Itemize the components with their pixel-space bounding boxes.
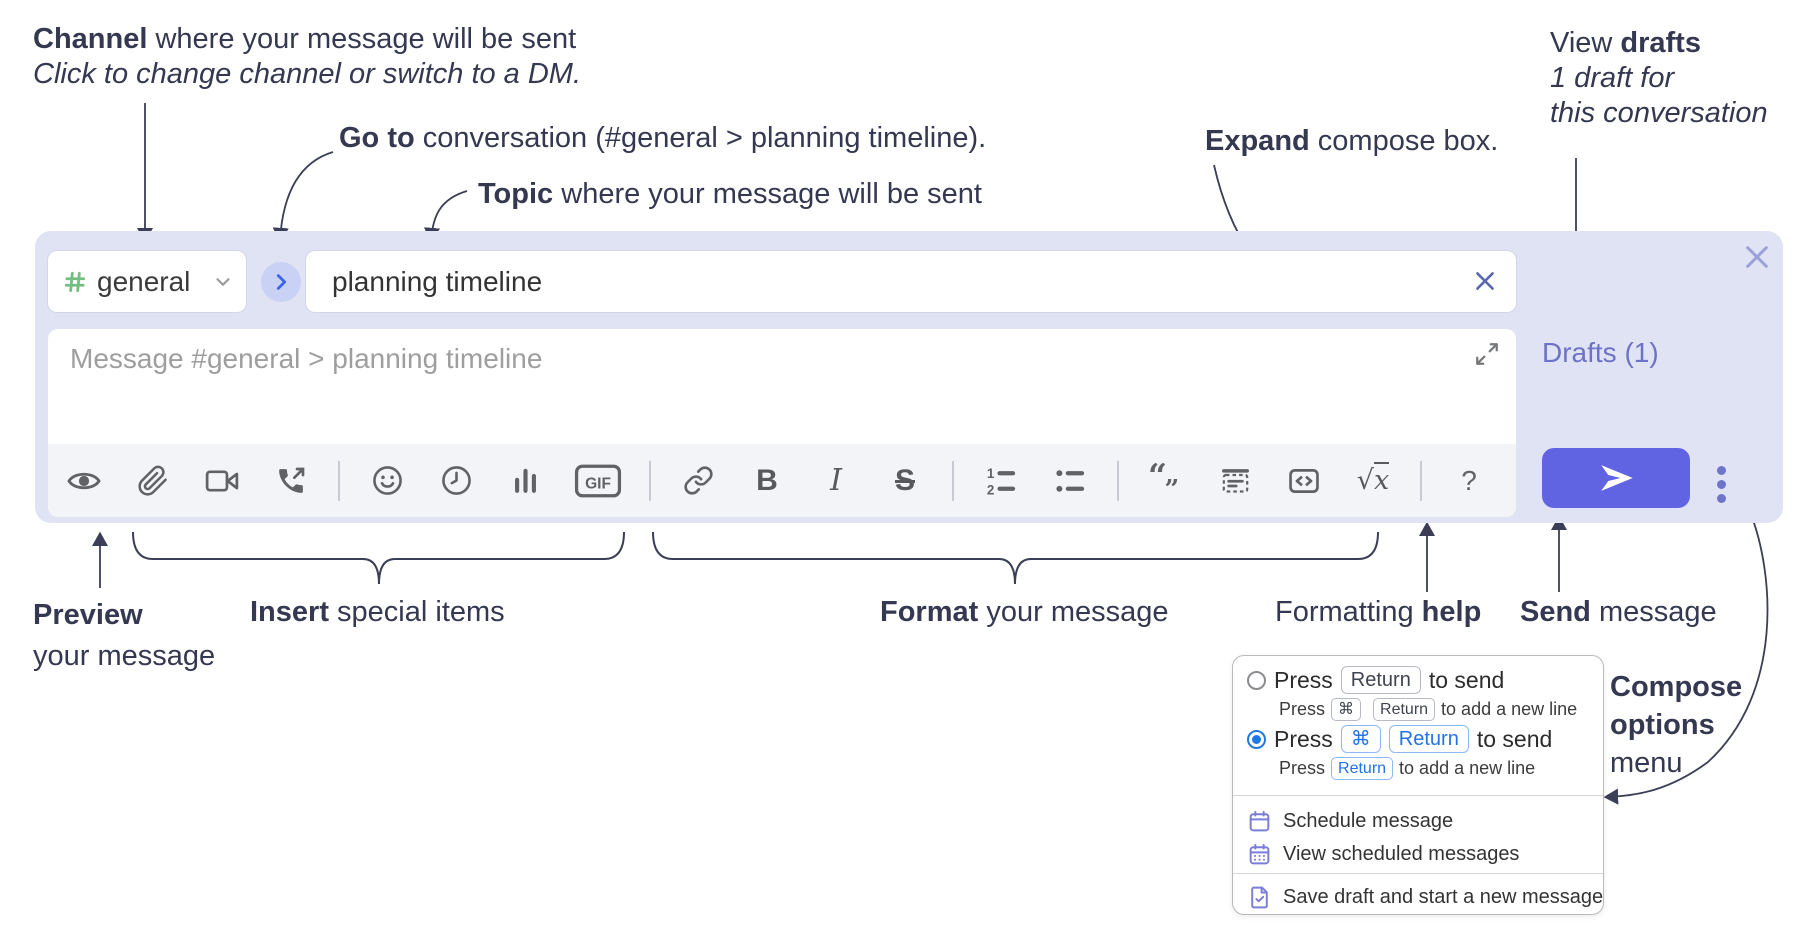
expand-compose-icon[interactable] <box>1474 341 1500 367</box>
hash-icon <box>64 271 86 292</box>
annotation-expand: Expand compose box. <box>1205 125 1499 157</box>
annotation-format: Format your message <box>880 596 1169 628</box>
send-icon <box>1601 465 1633 491</box>
attach-file-icon[interactable] <box>131 459 175 503</box>
topic-input-wrapper <box>306 251 1516 312</box>
calendar-grid-icon <box>1249 843 1270 864</box>
chevron-right-icon <box>276 274 287 290</box>
toolbar-divider <box>649 460 651 501</box>
annotation-topic: Topic where your message will be sent <box>478 178 982 210</box>
cmd-keycap: ⌘ <box>1331 697 1362 721</box>
menu-item-save-draft[interactable]: Save draft and start a new message <box>1247 882 1603 912</box>
channel-selector-label: general <box>97 265 191 297</box>
cmd-keycap: ⌘ <box>1340 725 1381 753</box>
toolbar-divider <box>1420 460 1422 501</box>
send-button[interactable] <box>1542 448 1690 508</box>
bold-icon[interactable]: B <box>756 463 778 497</box>
gif-icon[interactable]: GIF <box>572 459 624 503</box>
menu-item-view-scheduled[interactable]: View scheduled messages <box>1247 839 1519 869</box>
menu-item-schedule-message[interactable]: Schedule message <box>1247 806 1453 836</box>
numbered-list-icon[interactable]: 1 2 <box>979 459 1023 503</box>
toolbar-divider <box>952 460 954 501</box>
calendar-icon <box>1249 810 1270 831</box>
annotation-compose-options: Compose options menu <box>1610 671 1743 779</box>
popup-divider <box>1233 795 1603 796</box>
annotation-send: Send message <box>1520 596 1717 628</box>
send-shortcut-option-enter[interactable]: Press Return to send <box>1247 665 1504 695</box>
chevron-down-icon <box>216 277 230 286</box>
toolbar-divider <box>1117 460 1119 501</box>
svg-text:2: 2 <box>987 482 994 497</box>
quote-icon[interactable]: “ ” <box>1144 459 1188 503</box>
svg-text:1: 1 <box>987 466 995 481</box>
send-shortcut-subtext: Press ⌘ Return to add a new line <box>1279 697 1578 721</box>
close-compose-icon[interactable] <box>1741 241 1773 273</box>
popup-divider <box>1233 873 1603 874</box>
preview-icon[interactable] <box>62 459 106 503</box>
ellipsis-dot <box>1716 493 1726 503</box>
go-to-conversation-button[interactable] <box>261 262 301 302</box>
send-shortcut-subtext: Press Return to add a new line <box>1279 756 1536 780</box>
svg-text:”: ” <box>1165 474 1180 499</box>
spoiler-icon[interactable] <box>1213 459 1257 503</box>
annotation-help: Formatting help <box>1275 596 1482 628</box>
send-shortcut-option-cmd-enter[interactable]: Press ⌘ Return to send <box>1247 724 1552 754</box>
compose-box: general <box>35 231 1783 523</box>
draft-file-icon <box>1251 886 1268 908</box>
strikethrough-icon[interactable]: S <box>894 463 915 497</box>
video-call-icon[interactable] <box>200 459 244 503</box>
code-icon[interactable] <box>1282 459 1326 503</box>
italic-icon[interactable]: I <box>830 463 842 498</box>
message-box: GIF B I S 1 2 <box>48 329 1516 517</box>
annotation-insert: Insert special items <box>250 596 505 628</box>
emoji-icon[interactable] <box>365 459 409 503</box>
radio-selected-icon[interactable] <box>1247 729 1266 749</box>
annotation-preview: Preview your message <box>33 599 216 672</box>
radio-unselected-icon[interactable] <box>1247 670 1266 690</box>
svg-text:GIF: GIF <box>585 475 611 492</box>
return-keycap: Return <box>1373 697 1436 721</box>
return-keycap: Return <box>1340 666 1421 694</box>
annotation-view-drafts: View drafts 1 draft for this conversatio… <box>1550 27 1768 129</box>
compose-toolbar: GIF B I S 1 2 <box>48 444 1516 517</box>
formatting-help-icon[interactable]: ? <box>1461 464 1477 496</box>
message-input[interactable] <box>70 343 1460 439</box>
voice-call-icon[interactable] <box>269 459 313 503</box>
return-keycap: Return <box>1388 725 1469 753</box>
toolbar-divider <box>338 460 340 501</box>
compose-options-popup: Press Return to send Press ⌘ Return to a… <box>1232 655 1604 915</box>
math-icon[interactable]: √x <box>1351 459 1395 503</box>
ellipsis-dot <box>1716 479 1726 489</box>
topic-input[interactable] <box>332 251 1452 312</box>
channel-selector[interactable]: general <box>48 251 246 312</box>
compose-options-menu-button[interactable] <box>1711 460 1731 508</box>
clear-topic-icon[interactable] <box>1472 268 1498 294</box>
bulleted-list-icon[interactable] <box>1048 459 1092 503</box>
svg-text:“: “ <box>1148 463 1167 495</box>
link-icon[interactable] <box>676 459 720 503</box>
time-icon[interactable] <box>434 459 478 503</box>
annotation-goto: Go to conversation (#general > planning … <box>339 122 987 154</box>
ellipsis-dot <box>1716 465 1726 475</box>
annotation-channel: Channel where your message will be sent … <box>33 23 582 90</box>
drafts-link[interactable]: Drafts (1) <box>1542 337 1659 368</box>
poll-icon[interactable] <box>503 459 547 503</box>
return-keycap: Return <box>1331 756 1394 780</box>
